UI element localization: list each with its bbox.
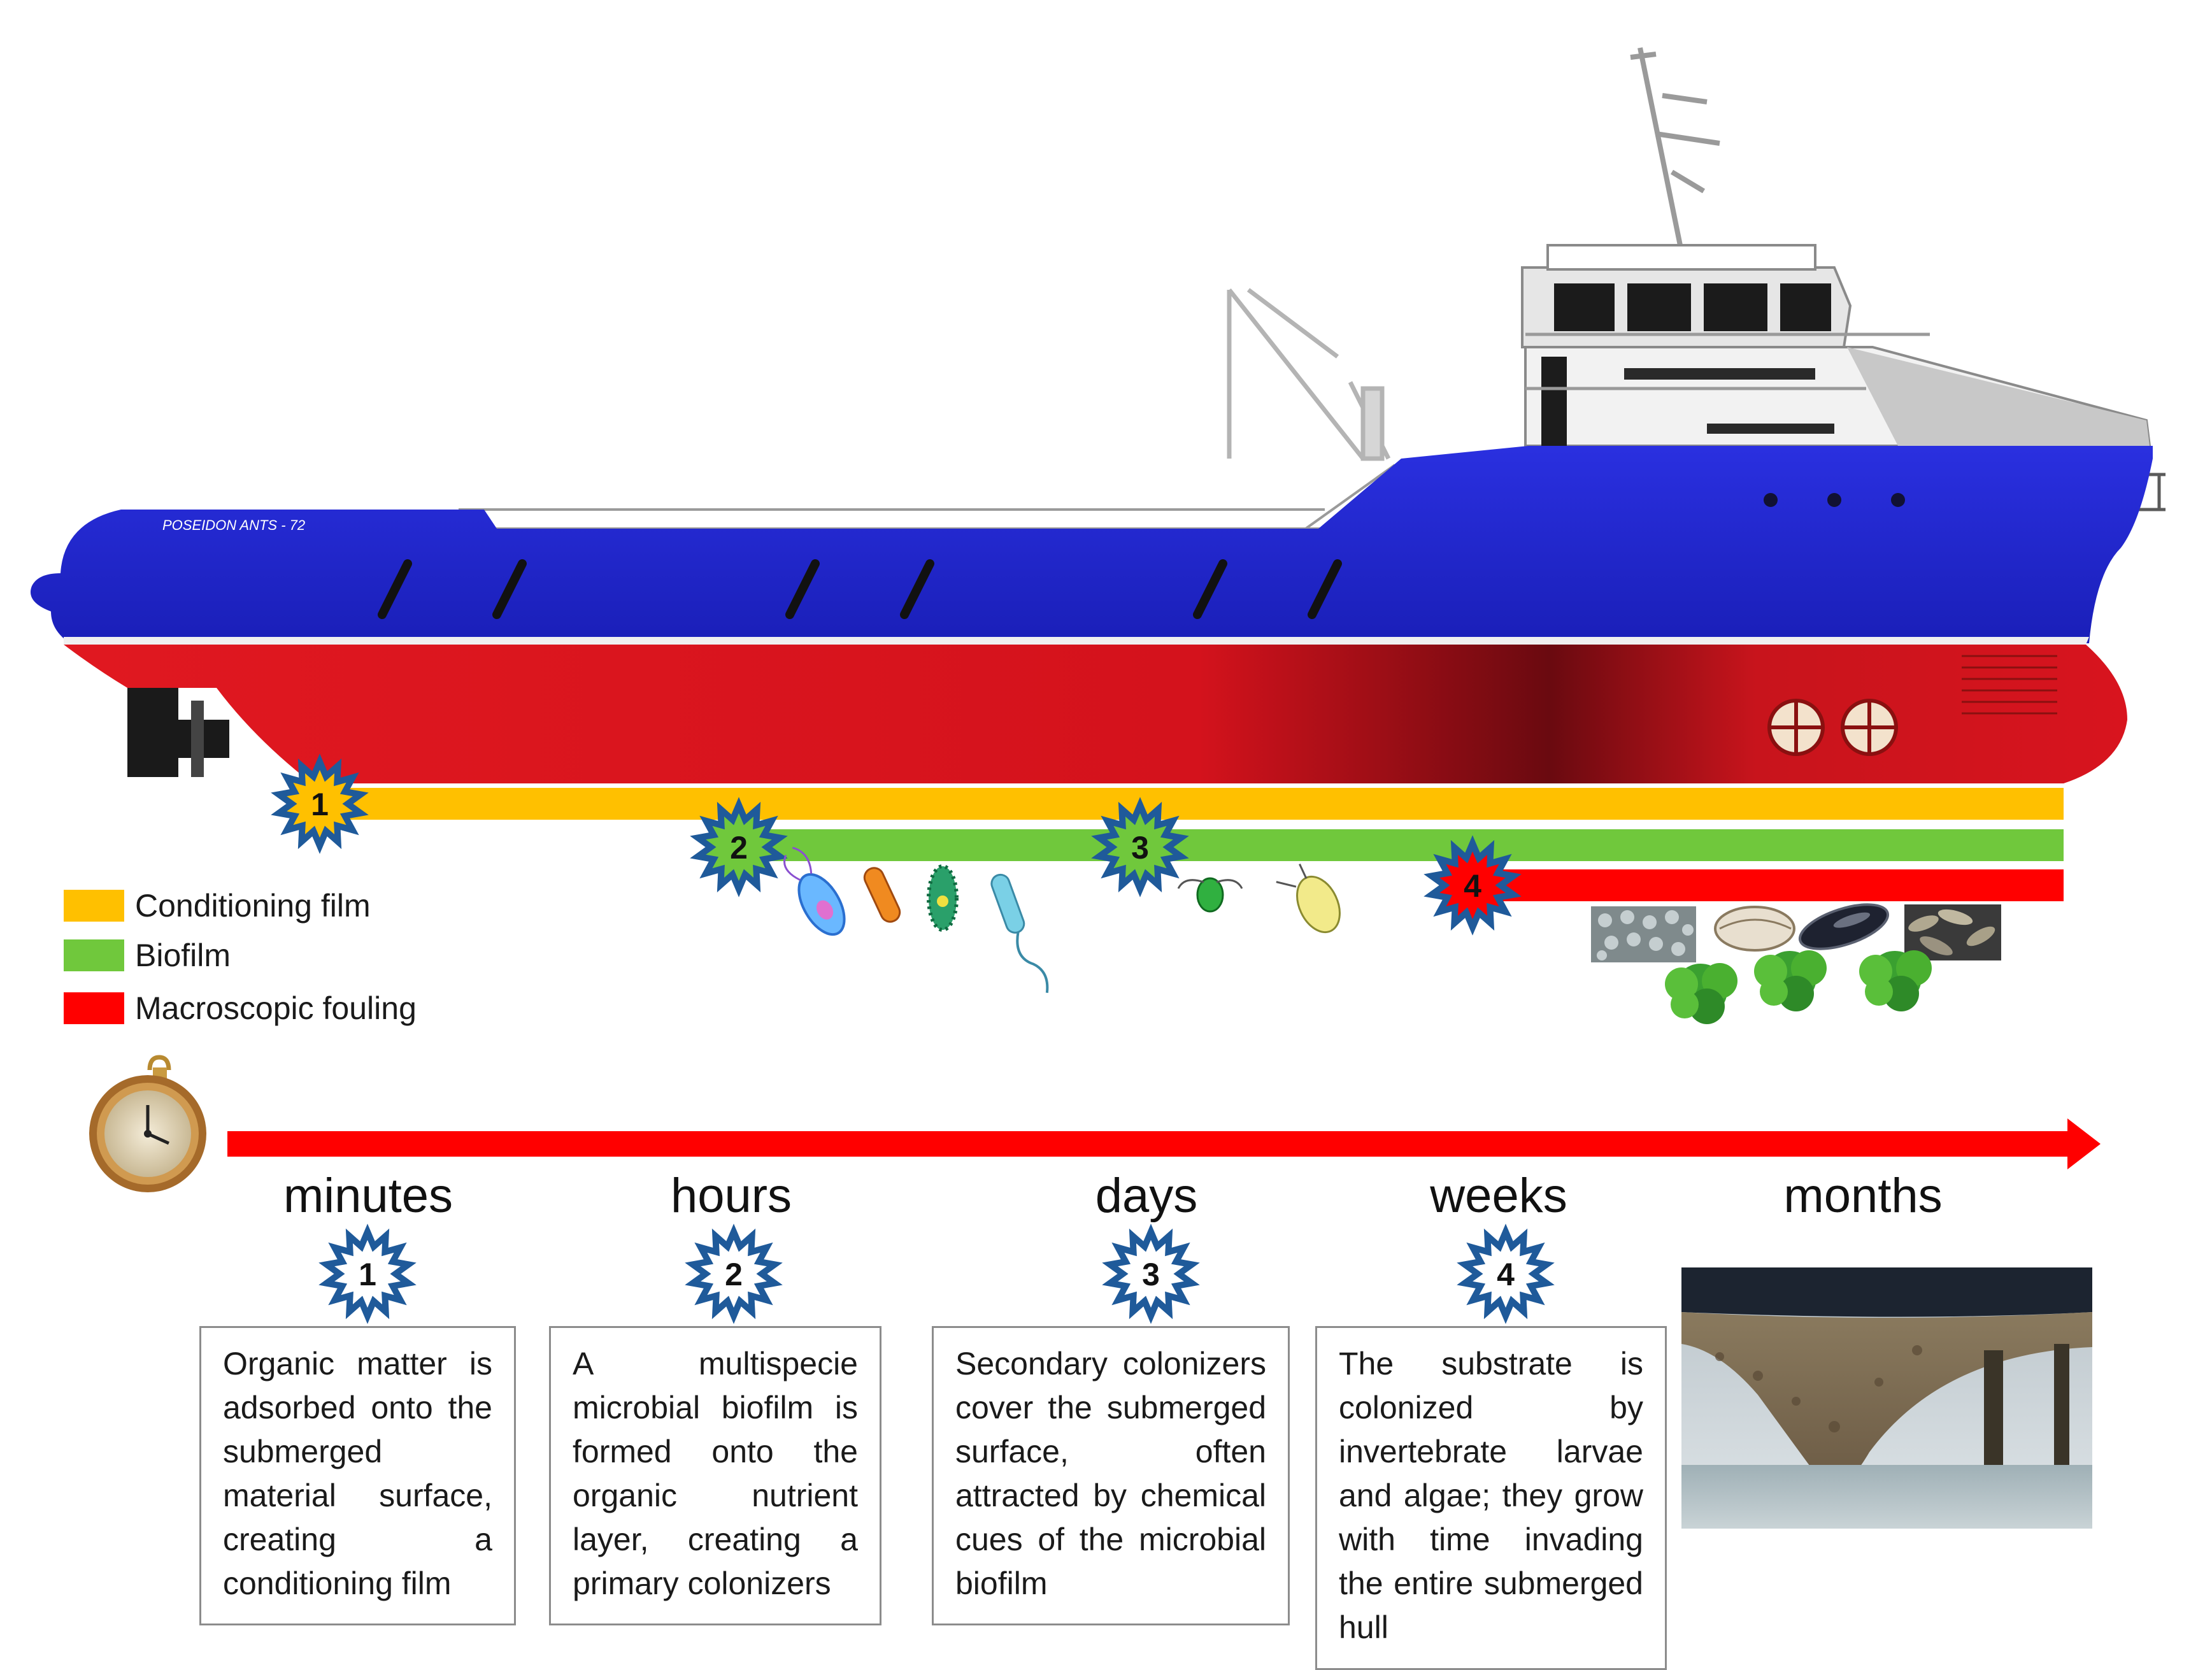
stage-badge-number: 2 [730,830,748,866]
star-burst-icon [1457,1224,1555,1324]
stage-badge-2: 2 [690,797,788,897]
time-label-minutes: minutes [283,1169,453,1223]
stage-badge-3: 3 [1091,797,1189,897]
mussel-bed-icon [1904,904,2001,960]
stage-badge-number: 1 [311,787,329,822]
fouling-bars [318,788,2064,901]
pocket-watch-icon [89,1055,206,1192]
ship-mast [1630,47,1720,252]
clam-icon [1714,906,1795,952]
ship-waterline [64,637,2089,645]
stage-badge-number: 3 [1142,1257,1160,1292]
bacteria-group [783,846,1341,993]
ship-hull-hatches [378,559,1342,619]
ship-name-plate: POSEIDON ANTS - 72 [162,517,305,533]
legend-swatch-biofilm [64,939,124,971]
star-burst-icon [1102,1224,1200,1324]
time-label-months: months [1783,1169,1943,1223]
mussel-icon [1798,903,1890,950]
ship-hull-lower [64,645,2127,783]
stage-badge-number: 4 [1464,868,1481,904]
bacteria-icon [1177,877,1243,913]
stage-2-description: A multispecie microbial biofilm is forme… [549,1326,881,1625]
bar-biofilm [739,829,2064,861]
time-label-days: days [1095,1169,1198,1223]
bacteria-icon [990,873,1049,993]
bacteria-icon [783,846,846,936]
legend-label-conditioning-film: Conditioning film [135,888,371,924]
bar-macroscopic-fouling [1471,869,2064,901]
legend-label-biofilm: Biofilm [135,938,231,973]
algae-icon [1754,950,1827,1011]
stage-badge-3: 3 [1102,1224,1200,1324]
stage-badge-2: 2 [685,1224,783,1324]
ship-portholes [1764,493,1905,507]
ship-illustration: POSEIDON ANTS - 72 [31,47,2166,783]
bar-conditioning-film [318,788,2064,820]
star-burst-icon [690,797,788,897]
ship-hull-upper [31,446,2153,643]
stage-badges: 1 2 3 4 1 2 3 4 [271,753,1555,1324]
ship-bow-thrusters [1767,699,1898,756]
star-burst-icon [1091,797,1189,897]
time-label-weeks: weeks [1430,1169,1567,1223]
stage-badge-number: 1 [359,1257,376,1292]
stage-3-description: Secondary colonizers cover the submerged… [932,1326,1290,1625]
ship-superstructure [1521,244,2151,459]
star-burst-icon [271,753,369,854]
time-label-hours: hours [670,1169,792,1223]
bacteria-icon [863,867,901,923]
macrofouling-group [1591,903,2001,1024]
stage-badge-number: 4 [1497,1257,1515,1292]
legend-swatches [64,890,124,1024]
stage-badge-1: 1 [271,753,369,854]
fouled-hull-photo [1681,1267,2092,1529]
legend-swatch-conditioning-film [64,890,124,922]
ship-bow-grille [1962,655,2057,715]
stage-4-description: The substrate is colonized by invertebra… [1315,1326,1667,1670]
stage-badge-1: 1 [318,1224,417,1324]
stage-1-description: Organic matter is adsorbed onto the subm… [199,1326,516,1625]
stage-badge-number: 3 [1131,830,1149,866]
bacteria-icon [1276,863,1341,934]
star-burst-icon [1424,835,1522,936]
stage-badge-4: 4 [1424,835,1522,936]
stage-badge-4: 4 [1457,1224,1555,1324]
stage-badge-number: 2 [725,1257,743,1292]
legend-swatch-macroscopic-fouling [64,992,124,1024]
bacteria-icon [927,864,959,932]
barnacle-icon [1591,906,1696,962]
star-burst-icon [318,1224,417,1324]
star-burst-icon [685,1224,783,1324]
legend-label-macroscopic-fouling: Macroscopic fouling [135,990,417,1026]
ship-crane [1227,288,1391,461]
algae-icon [1859,950,1932,1011]
algae-icon [1665,963,1737,1024]
ship-propeller [127,688,229,777]
ship-deck-rail [459,464,1422,530]
timeline-arrow [227,1118,2101,1169]
